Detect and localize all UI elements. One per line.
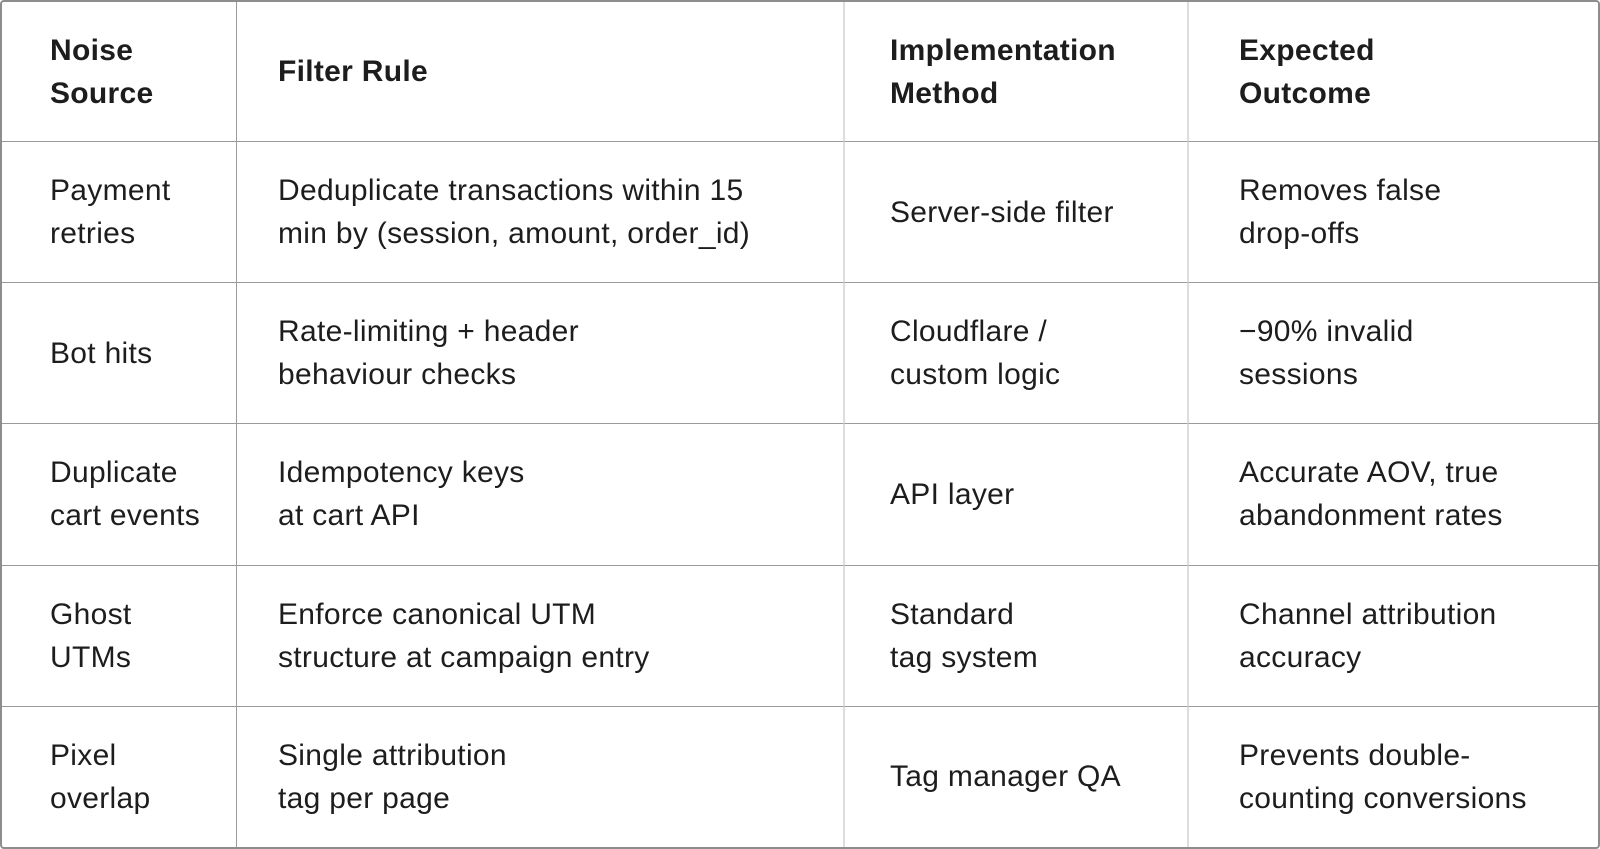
- table-cell-noise-source: Ghost UTMs: [2, 564, 236, 706]
- cell-text: Enforce canonical UTM structure at campa…: [278, 597, 650, 674]
- cell-text: Single attribution tag per page: [278, 738, 507, 815]
- cell-text: Payment retries: [50, 174, 171, 251]
- table-cell-implementation-method: Cloudflare / custom logic: [843, 282, 1187, 424]
- table-cell-noise-source: Payment retries: [2, 141, 236, 282]
- header-label: Noise Source: [50, 33, 154, 110]
- table-cell-filter-rule: Single attribution tag per page: [236, 705, 843, 847]
- cell-text: Channel attribution accuracy: [1239, 597, 1497, 674]
- cell-text: Server-side filter: [890, 195, 1114, 229]
- cell-text: −90% invalid sessions: [1239, 315, 1414, 392]
- header-label: Filter Rule: [278, 55, 428, 88]
- table-cell-noise-source: Bot hits: [2, 282, 236, 423]
- table-cell-implementation-method: Standard tag system: [843, 564, 1187, 706]
- cell-text: Cloudflare / custom logic: [890, 315, 1061, 392]
- cell-text: Accurate AOV, true abandonment rates: [1239, 456, 1503, 533]
- table-cell-expected-outcome: Removes false drop-offs: [1187, 141, 1598, 283]
- column-header-expected-outcome: Expected Outcome: [1187, 2, 1598, 141]
- table-cell-implementation-method: Server-side filter: [843, 141, 1187, 283]
- column-header-implementation-method: Implementation Method: [843, 2, 1187, 141]
- cell-text: Ghost UTMs: [50, 597, 132, 674]
- cell-text: Rate-limiting + header behaviour checks: [278, 315, 579, 392]
- cell-text: Bot hits: [50, 336, 153, 370]
- table-cell-implementation-method: Tag manager QA: [843, 705, 1187, 847]
- cell-text: Prevents double- counting conversions: [1239, 738, 1527, 815]
- column-header-filter-rule: Filter Rule: [236, 2, 843, 141]
- table-cell-expected-outcome: Accurate AOV, true abandonment rates: [1187, 423, 1598, 565]
- column-header-noise-source: Noise Source: [2, 2, 236, 141]
- cell-text: Idempotency keys at cart API: [278, 456, 525, 533]
- cell-text: Removes false drop-offs: [1239, 174, 1442, 251]
- cell-text: Pixel overlap: [50, 738, 151, 815]
- table-cell-expected-outcome: −90% invalid sessions: [1187, 282, 1598, 424]
- table-cell-filter-rule: Deduplicate transactions within 15 min b…: [236, 141, 843, 283]
- table-cell-noise-source: Duplicate cart events: [2, 423, 236, 564]
- table-cell-implementation-method: API layer: [843, 423, 1187, 565]
- table-cell-filter-rule: Enforce canonical UTM structure at campa…: [236, 564, 843, 706]
- table-cell-expected-outcome: Prevents double- counting conversions: [1187, 705, 1598, 847]
- table-cell-filter-rule: Rate-limiting + header behaviour checks: [236, 282, 843, 424]
- cell-text: Deduplicate transactions within 15 min b…: [278, 174, 751, 251]
- header-label: Expected Outcome: [1239, 33, 1375, 110]
- cell-text: API layer: [890, 477, 1015, 511]
- table-cell-filter-rule: Idempotency keys at cart API: [236, 423, 843, 565]
- table-cell-expected-outcome: Channel attribution accuracy: [1187, 564, 1598, 706]
- cell-text: Tag manager QA: [890, 760, 1121, 794]
- cell-text: Standard tag system: [890, 597, 1039, 674]
- table-cell-noise-source: Pixel overlap: [2, 705, 236, 847]
- cell-text: Duplicate cart events: [50, 456, 201, 533]
- header-label: Implementation Method: [890, 33, 1116, 110]
